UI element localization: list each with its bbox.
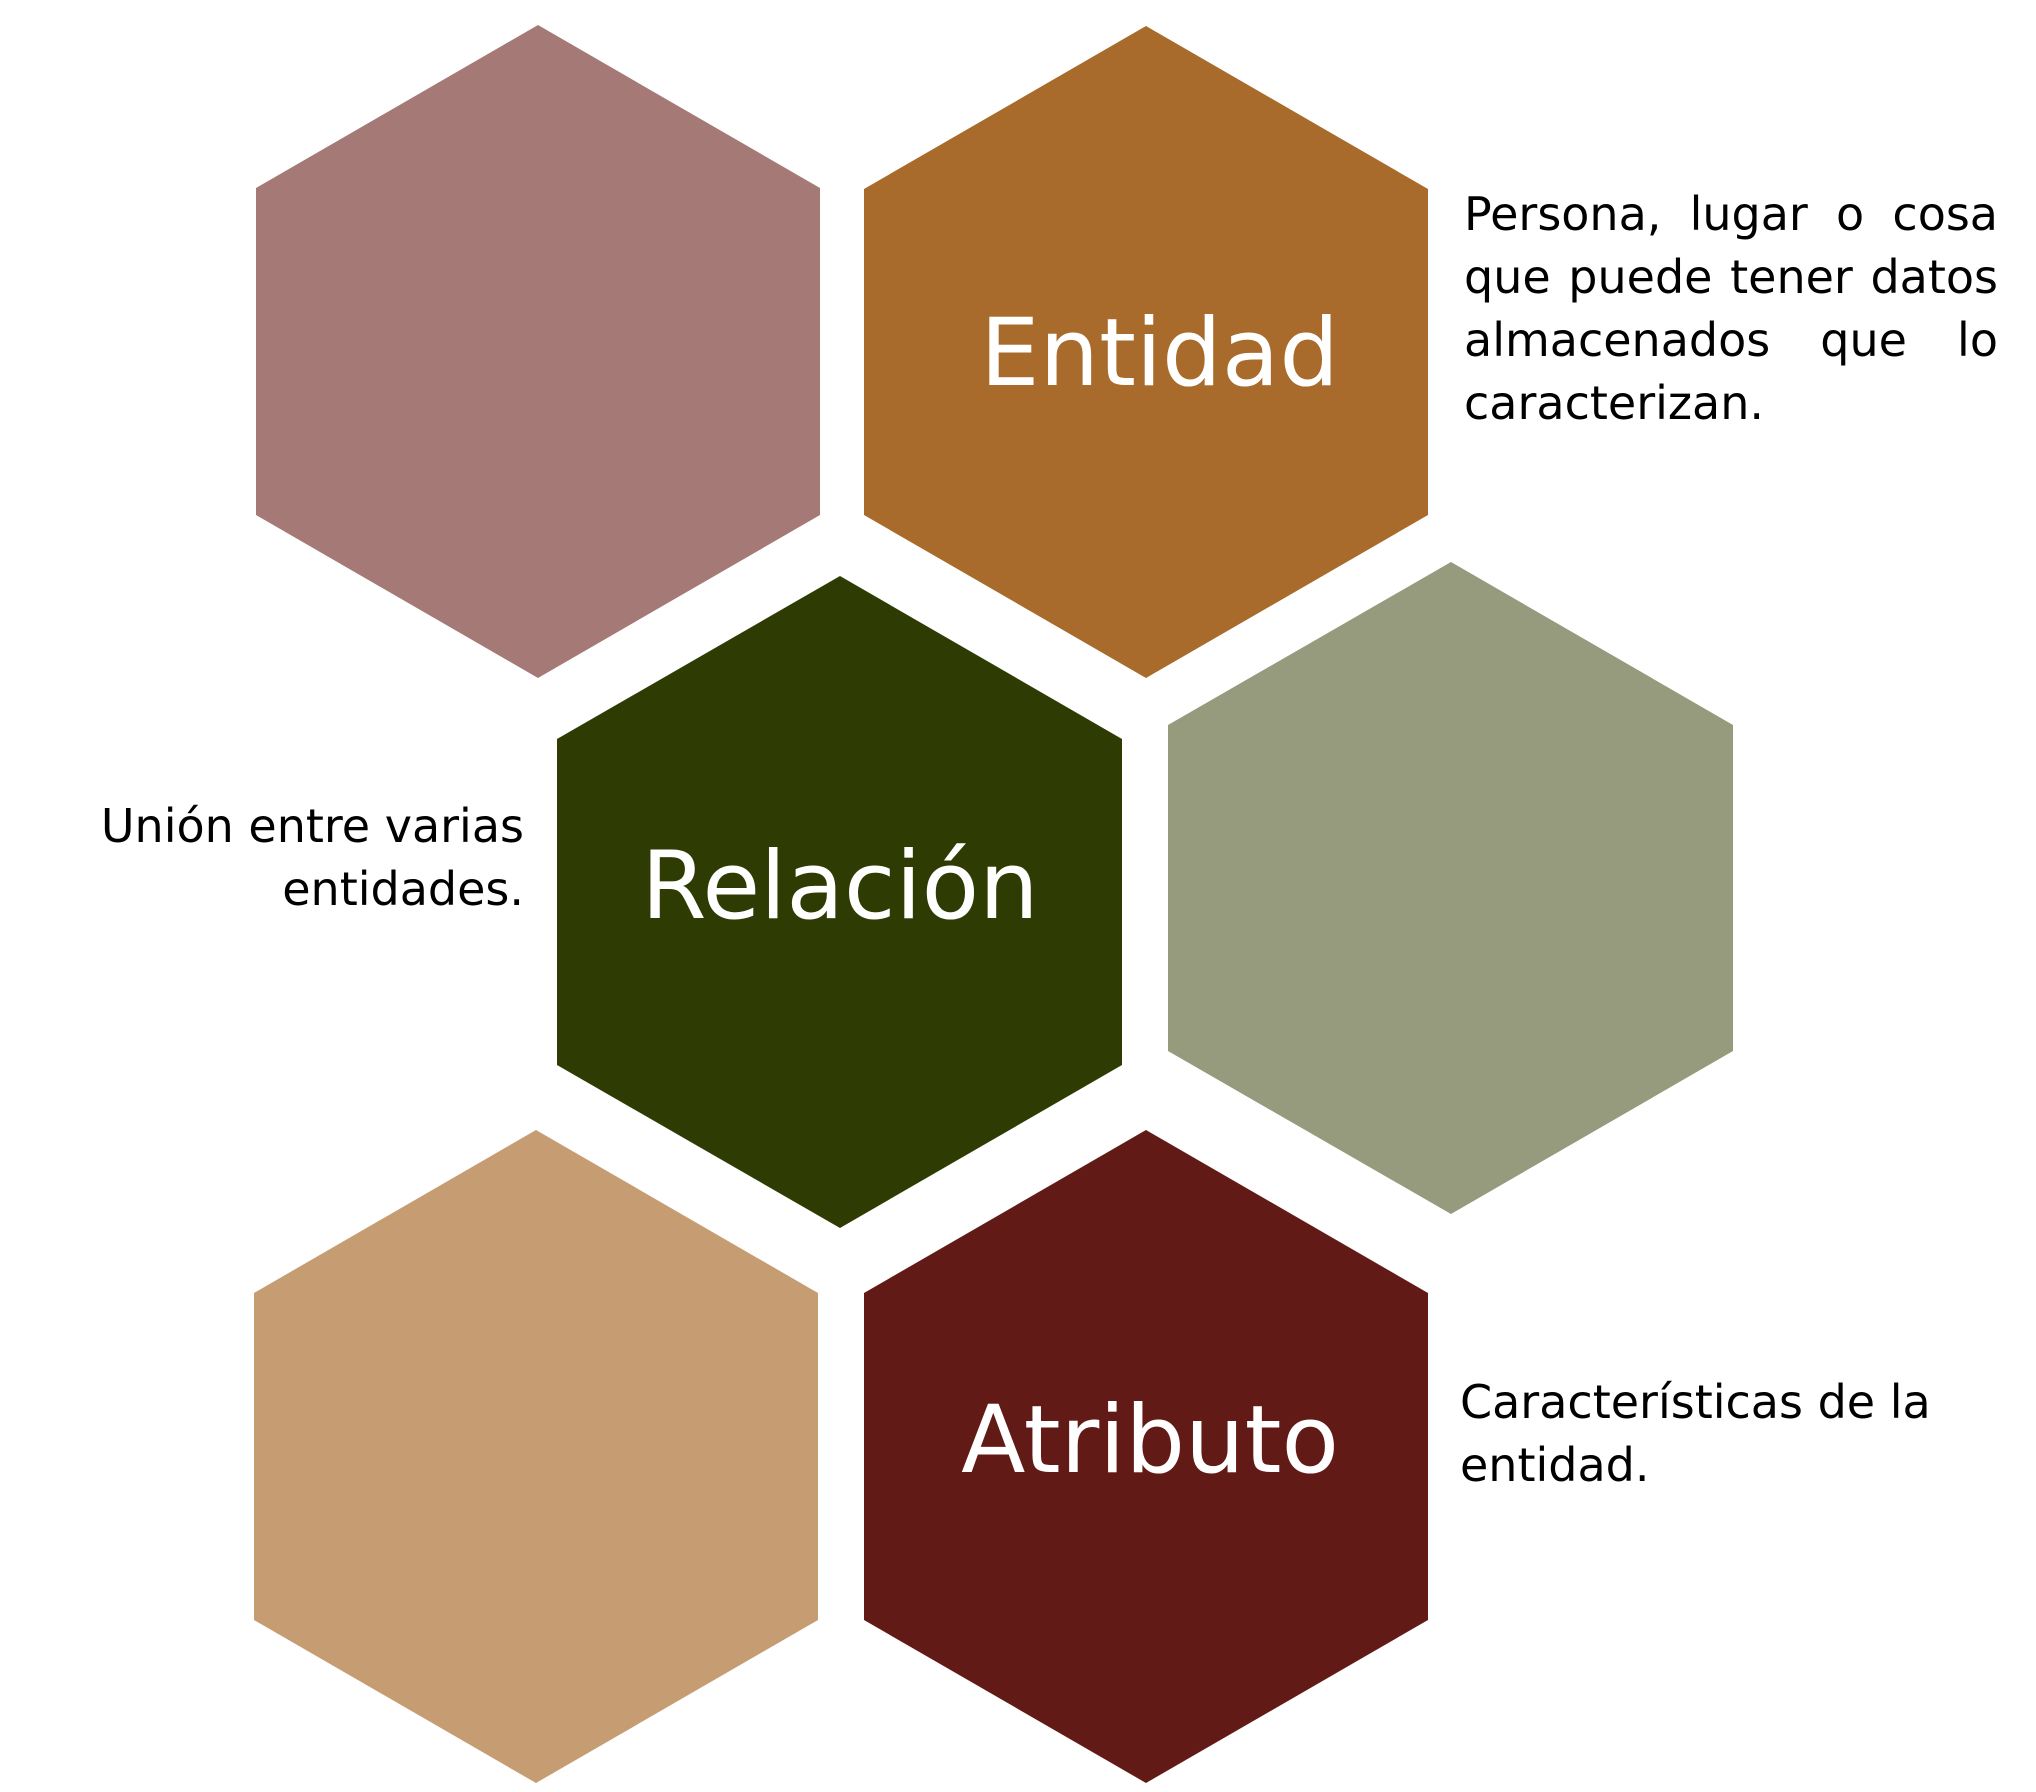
atributo-label: Atributo xyxy=(961,1386,1339,1495)
hexagon-entidad xyxy=(864,26,1428,678)
hexagon-mauve xyxy=(256,25,820,678)
relacion-description: Unión entre varias entidades. xyxy=(100,799,524,916)
relacion-label: Relación xyxy=(641,832,1039,941)
hexagon-sage xyxy=(1168,562,1733,1214)
atributo-description: Características de la entidad. xyxy=(1460,1375,1931,1492)
hexagon-atributo xyxy=(864,1130,1428,1783)
hexagon-relacion xyxy=(557,576,1122,1228)
hexagon-tan xyxy=(254,1130,818,1783)
entidad-description: Persona, lugar o cosa que puede tener da… xyxy=(1464,187,1998,430)
entidad-label: Entidad xyxy=(980,299,1339,408)
